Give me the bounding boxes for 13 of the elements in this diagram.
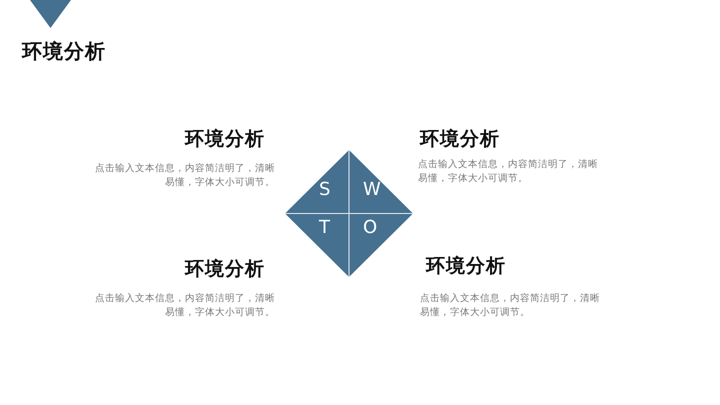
heading: 环境分析 <box>185 257 265 282</box>
quadrant-letter: S <box>319 179 330 200</box>
quadrant-letter: O <box>363 217 378 238</box>
quadrant-letter: T <box>319 217 330 238</box>
heading: 环境分析 <box>426 254 506 279</box>
description: 点击输入文本信息，内容简洁明了，清晰易懂，字体大小可调节。 <box>420 292 601 320</box>
heading: 环境分析 <box>420 127 500 152</box>
page-title: 环境分析 <box>22 38 106 65</box>
quadrant-letter: W <box>363 179 381 200</box>
description: 点击输入文本信息，内容简洁明了，清晰易懂，字体大小可调节。 <box>94 292 275 320</box>
description: 点击输入文本信息，内容简洁明了，清晰易懂，字体大小可调节。 <box>94 162 275 190</box>
heading: 环境分析 <box>185 127 265 152</box>
description: 点击输入文本信息，内容简洁明了，清晰易懂，字体大小可调节。 <box>418 158 599 186</box>
